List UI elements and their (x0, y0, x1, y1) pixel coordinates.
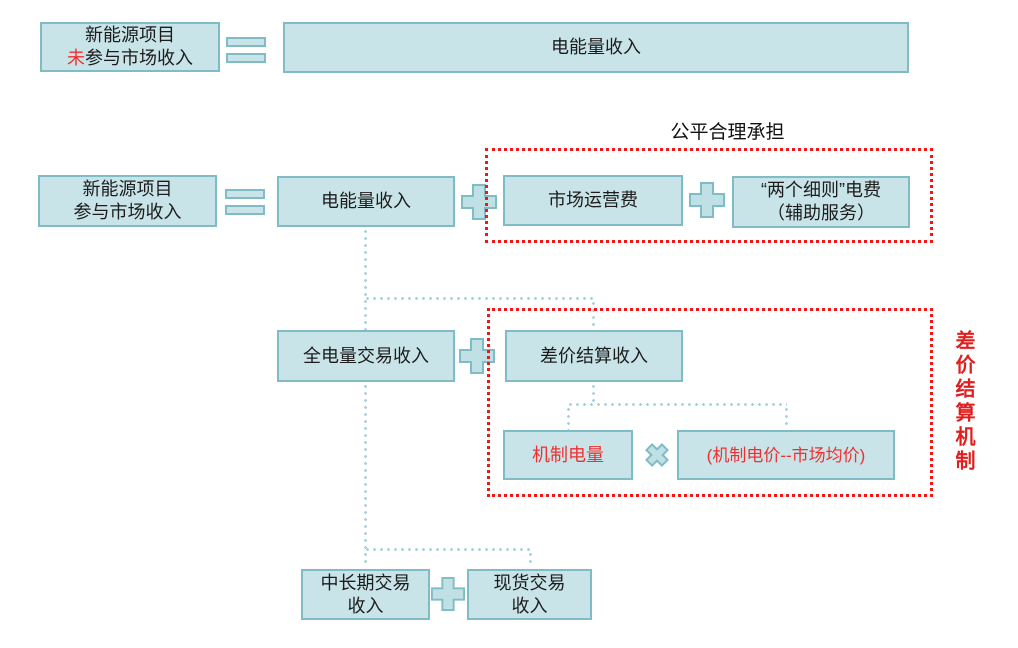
box-line: 参与市场收入 (73, 202, 182, 222)
box-label: 差价结算收入 (540, 345, 648, 366)
equals-bar (226, 37, 266, 47)
box-full-volume-trade-revenue: 全电量交易收入 (277, 330, 455, 382)
box-label: (机制电价--市场均价) (706, 445, 866, 465)
connector-line (567, 403, 787, 406)
box-line: 现货交易 (493, 572, 566, 593)
box-line: “两个细则”电费 (761, 180, 881, 200)
box-energy-revenue-wide: 电能量收入 (283, 22, 909, 73)
box-line: 未参与市场收入 (67, 48, 193, 68)
equals-bar (225, 205, 265, 215)
fair-share-label: 公平合理承担 (670, 122, 785, 143)
equals-icon (226, 37, 266, 63)
box-mid-long-term-revenue: 中长期交易 收入 (301, 569, 430, 620)
box-line: 收入 (511, 595, 548, 616)
box-spread-settlement-revenue: 差价结算收入 (505, 330, 683, 382)
box-mechanism-price-diff: (机制电价--市场均价) (677, 430, 895, 480)
box-label: 全电量交易收入 (303, 345, 429, 366)
box-energy-revenue: 电能量收入 (277, 176, 455, 227)
connector-line (785, 406, 788, 428)
multiply-icon (640, 438, 674, 472)
connector-line (567, 406, 570, 430)
equals-icon (225, 189, 265, 215)
connector-line (592, 300, 595, 330)
box-new-energy-not-in-market: 新能源项目 未参与市场收入 (40, 22, 220, 72)
spread-mechanism-group-rect (487, 308, 933, 497)
box-spot-trade-revenue: 现货交易 收入 (467, 569, 592, 620)
red-highlight-char: 未 (67, 48, 85, 68)
box-label: 机制电量 (532, 444, 604, 465)
spread-mechanism-side-label: 差价结算机制 (952, 330, 974, 474)
box-new-energy-in-market: 新能源项目 参与市场收入 (38, 175, 217, 227)
connector-line (529, 551, 532, 567)
box-line: 收入 (347, 595, 384, 616)
connector-line (364, 383, 367, 567)
box-label: 电能量收入 (551, 37, 641, 57)
plus-icon (459, 338, 495, 374)
box-label: 市场运营费 (548, 190, 638, 210)
box-line: 新能源项目 (82, 179, 173, 199)
fair-share-group-rect (485, 148, 933, 243)
connector-line (592, 383, 595, 405)
plus-icon (431, 577, 465, 611)
box-label: 电能量收入 (321, 191, 411, 211)
box-line: 新能源项目 (85, 25, 175, 45)
connector-line (364, 228, 367, 330)
plus-icon (689, 182, 725, 218)
box-two-rules-fee: “两个细则”电费 （辅助服务） (732, 176, 910, 228)
box-market-operation-fee: 市场运营费 (503, 175, 683, 226)
box-line: （辅助服务） (767, 203, 875, 223)
connector-line (364, 297, 594, 300)
connector-line (364, 548, 532, 551)
box-line: 中长期交易 (320, 572, 411, 593)
box-mechanism-volume: 机制电量 (503, 430, 633, 480)
equals-bar (226, 53, 266, 63)
equals-bar (225, 189, 265, 199)
